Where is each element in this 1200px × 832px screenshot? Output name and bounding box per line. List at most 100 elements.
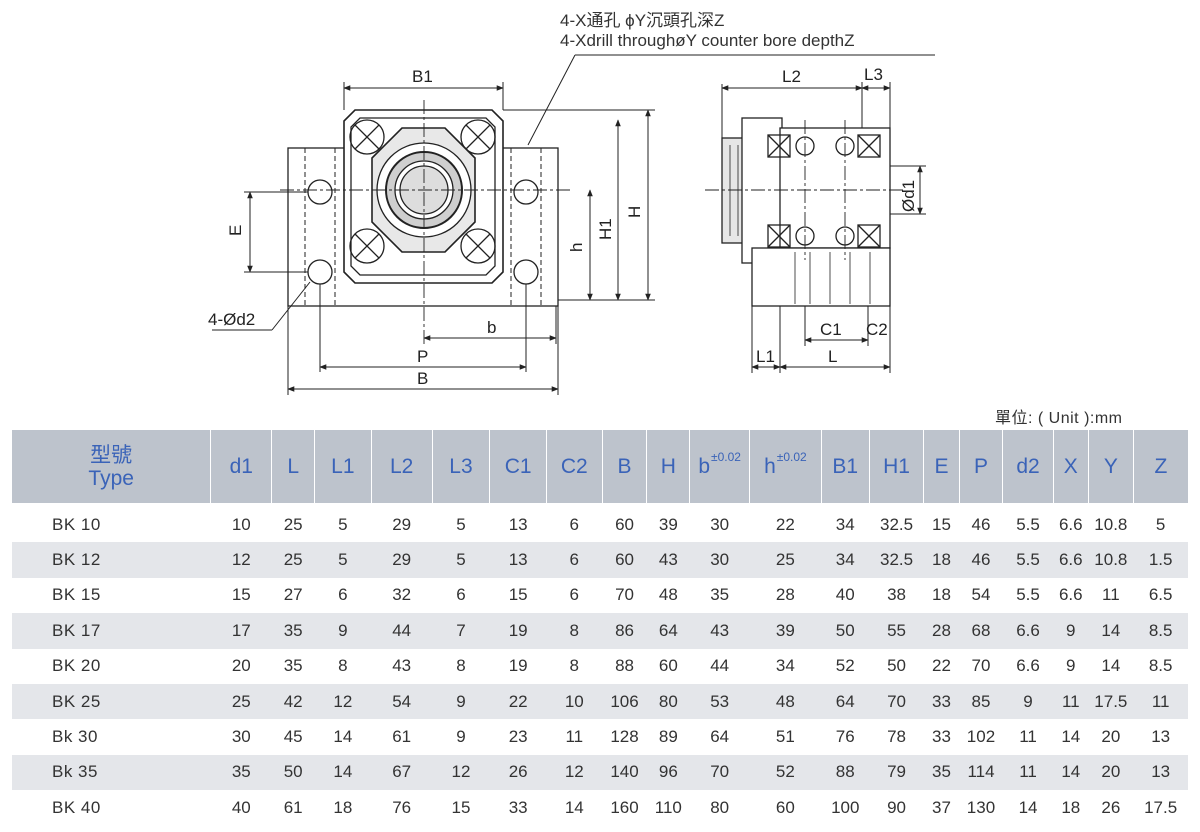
value-cell: 70 — [959, 648, 1003, 684]
type-cell: Bk 30 — [12, 719, 211, 755]
value-cell: 9 — [432, 683, 490, 720]
value-cell: 1.5 — [1133, 542, 1188, 578]
value-cell: 6.6 — [1002, 648, 1054, 684]
label-b: b — [487, 318, 496, 337]
value-cell: 30 — [689, 542, 750, 578]
value-cell: 34 — [749, 648, 822, 684]
value-cell: 39 — [646, 507, 690, 543]
value-cell: 128 — [602, 719, 647, 755]
label-c1: C1 — [820, 320, 842, 339]
value-cell: 50 — [271, 754, 315, 791]
type-cell: BK 25 — [12, 683, 211, 720]
type-cell: BK 12 — [12, 542, 211, 578]
value-cell: 86 — [602, 613, 647, 649]
value-cell: 22 — [489, 683, 547, 720]
value-cell: 32 — [371, 577, 433, 614]
value-cell: 25 — [271, 507, 315, 543]
value-cell: 35 — [210, 754, 272, 791]
label-h: h — [567, 243, 586, 252]
value-cell: 90 — [869, 790, 924, 826]
value-cell: 130 — [959, 790, 1003, 826]
tolerance-h: ±0.02 — [776, 449, 807, 464]
value-cell: 43 — [371, 648, 433, 684]
header-cell: L2 — [370, 430, 433, 503]
value-cell: 38 — [869, 577, 924, 614]
value-cell: 40 — [210, 790, 272, 826]
header-cell: L3 — [431, 430, 490, 503]
header-cell: d2 — [1002, 430, 1054, 503]
value-cell: 32.5 — [869, 507, 924, 543]
value-cell: 44 — [371, 613, 433, 649]
table-header-row: 型號 Type d1 L L1 L2 L3 C1 C2 B H b±0.02 h… — [12, 430, 1188, 503]
value-cell: 5.5 — [1002, 577, 1054, 614]
value-cell: 8 — [546, 648, 603, 684]
label-l2: L2 — [782, 67, 801, 86]
value-cell: 9 — [1053, 648, 1089, 684]
value-cell: 88 — [602, 648, 647, 684]
value-cell: 33 — [923, 719, 960, 755]
value-cell: 13 — [1133, 719, 1188, 755]
value-cell: 33 — [489, 790, 547, 826]
value-cell: 100 — [821, 790, 870, 826]
type-cell: Bk 35 — [12, 754, 211, 791]
value-cell: 9 — [314, 613, 372, 649]
header-cell: H — [646, 430, 690, 503]
tolerance-b: ±0.02 — [711, 449, 741, 464]
value-cell: 78 — [869, 719, 924, 755]
value-cell: 43 — [646, 542, 690, 578]
value-cell: 20 — [1088, 719, 1134, 755]
value-cell: 60 — [602, 542, 647, 578]
value-cell: 50 — [821, 613, 870, 649]
note-chinese: 4-X通孔 ϕY沉頭孔深Z — [560, 11, 725, 30]
value-cell: 45 — [271, 719, 315, 755]
value-cell: 76 — [821, 719, 870, 755]
value-cell: 8 — [314, 648, 372, 684]
value-cell: 70 — [869, 683, 924, 720]
value-cell: 160 — [602, 790, 647, 826]
header-cell: P — [958, 430, 1003, 503]
value-cell: 11 — [1053, 683, 1089, 720]
value-cell: 60 — [749, 790, 822, 826]
header-cell: L1 — [314, 430, 372, 503]
value-cell: 6 — [546, 542, 603, 578]
value-cell: 48 — [646, 577, 690, 614]
value-cell: 64 — [646, 613, 690, 649]
value-cell: 64 — [821, 683, 870, 720]
value-cell: 79 — [869, 754, 924, 791]
value-cell: 12 — [210, 542, 272, 578]
header-cell: d1 — [210, 430, 272, 503]
value-cell: 5 — [314, 507, 372, 543]
value-cell: 6.6 — [1053, 542, 1089, 578]
value-cell: 6 — [432, 577, 490, 614]
value-cell: 13 — [489, 507, 547, 543]
value-cell: 29 — [371, 507, 433, 543]
value-cell: 14 — [314, 754, 372, 791]
value-cell: 19 — [489, 613, 547, 649]
value-cell: 52 — [821, 648, 870, 684]
side-dimensions — [721, 82, 926, 373]
value-cell: 14 — [1053, 754, 1089, 791]
label-c2: C2 — [866, 320, 888, 339]
value-cell: 18 — [314, 790, 372, 826]
value-cell: 32.5 — [869, 542, 924, 578]
value-cell: 26 — [1088, 790, 1134, 826]
value-cell: 5 — [432, 507, 490, 543]
value-cell: 10.8 — [1088, 542, 1134, 578]
value-cell: 14 — [1088, 613, 1134, 649]
value-cell: 114 — [959, 754, 1003, 791]
value-cell: 67 — [371, 754, 433, 791]
value-cell: 35 — [271, 613, 315, 649]
value-cell: 10 — [210, 507, 272, 543]
value-cell: 6.6 — [1053, 577, 1089, 614]
value-cell: 54 — [371, 683, 433, 720]
value-cell: 11 — [1088, 577, 1134, 614]
value-cell: 33 — [923, 683, 960, 720]
value-cell: 17.5 — [1088, 683, 1134, 720]
value-cell: 30 — [210, 719, 272, 755]
type-cell: BK 15 — [12, 577, 211, 614]
value-cell: 43 — [689, 613, 750, 649]
